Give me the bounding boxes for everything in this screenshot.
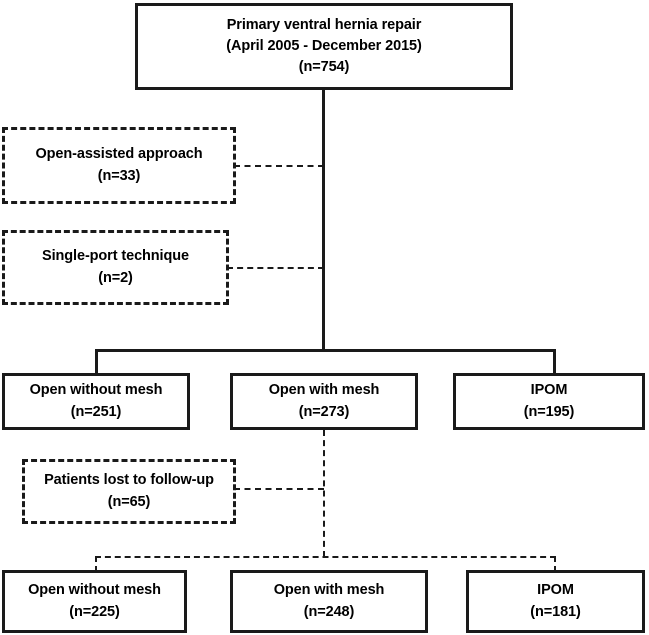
node-count: (n=754) bbox=[298, 59, 350, 75]
node-count: (n=195) bbox=[523, 403, 575, 420]
node-count: (n=251) bbox=[70, 403, 122, 420]
node-primary-ventral-hernia-repair: Primary ventral hernia repair (April 200… bbox=[135, 3, 513, 90]
node-count: (n=33) bbox=[97, 167, 141, 184]
node-final-open-without-mesh: Open without mesh (n=225) bbox=[2, 570, 187, 633]
connector-drop-final-ipom bbox=[554, 556, 556, 572]
node-final-ipom: IPOM (n=181) bbox=[466, 570, 645, 633]
node-final-open-with-mesh: Open with mesh (n=248) bbox=[230, 570, 428, 633]
node-title: Open without mesh bbox=[28, 582, 161, 599]
connector-exclusion-single-port bbox=[227, 267, 324, 269]
connector-split-bar-final bbox=[95, 556, 556, 558]
node-title: Patients lost to follow-up bbox=[44, 472, 214, 489]
connector-exclusion-lost-followup bbox=[234, 488, 324, 490]
connector-drop-open-without-mesh bbox=[95, 349, 98, 374]
node-count: (n=181) bbox=[530, 603, 581, 620]
node-excluded-open-assisted-approach: Open-assisted approach (n=33) bbox=[2, 127, 236, 204]
connector-split-bar-middle bbox=[95, 349, 556, 352]
node-group-ipom: IPOM (n=195) bbox=[453, 373, 645, 430]
node-title: Open with mesh bbox=[273, 582, 385, 599]
node-count: (n=248) bbox=[303, 603, 355, 620]
connector-drop-ipom bbox=[553, 349, 556, 374]
node-excluded-lost-to-followup: Patients lost to follow-up (n=65) bbox=[22, 459, 236, 524]
node-title: Open with mesh bbox=[268, 382, 380, 399]
node-count: (n=225) bbox=[69, 603, 120, 620]
node-title: IPOM bbox=[530, 382, 568, 399]
node-title: Open-assisted approach bbox=[35, 146, 203, 163]
node-title: IPOM bbox=[537, 582, 574, 599]
node-count: (n=2) bbox=[98, 269, 133, 286]
node-count: (n=65) bbox=[107, 493, 151, 510]
node-group-open-with-mesh: Open with mesh (n=273) bbox=[230, 373, 418, 430]
node-title: Single-port technique bbox=[42, 248, 189, 265]
connector-exclusion-open-assisted bbox=[234, 165, 324, 167]
connector-root-trunk bbox=[322, 89, 325, 350]
node-title: Primary ventral hernia repair bbox=[226, 16, 422, 33]
node-excluded-single-port-technique: Single-port technique (n=2) bbox=[2, 230, 229, 305]
node-group-open-without-mesh: Open without mesh (n=251) bbox=[2, 373, 190, 430]
connector-drop-final-open-without-mesh bbox=[95, 556, 97, 572]
node-subtitle: (April 2005 - December 2015) bbox=[226, 37, 422, 54]
node-title: Open without mesh bbox=[29, 382, 163, 399]
connector-followup-trunk bbox=[323, 430, 325, 557]
node-count: (n=273) bbox=[298, 403, 350, 420]
